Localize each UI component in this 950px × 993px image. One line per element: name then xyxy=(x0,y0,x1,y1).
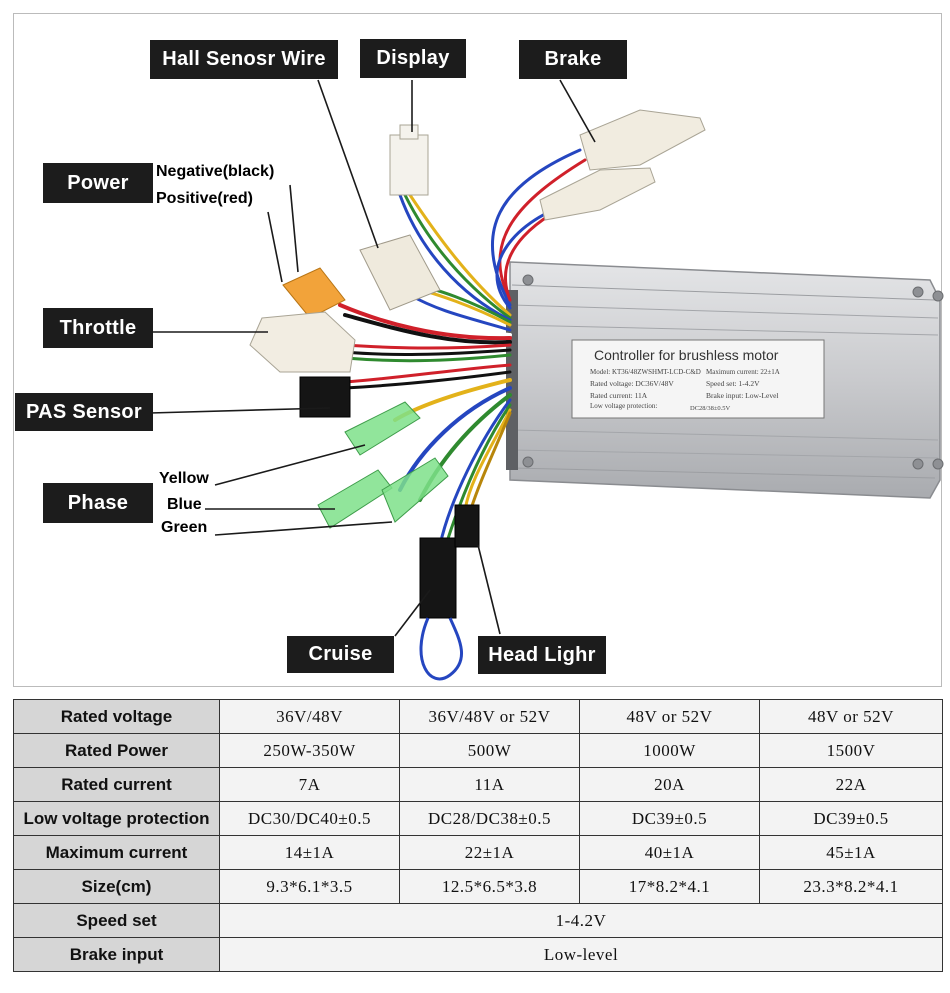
table-cell: DC39±0.5 xyxy=(759,801,943,836)
positive-red-note: Positive(red) xyxy=(156,190,253,207)
pas-connector xyxy=(299,376,351,418)
row-label-low-voltage-protection: Low voltage protection xyxy=(13,801,220,836)
table-cell: 7A xyxy=(219,767,400,802)
plate-brake-input: Brake input: Low-Level xyxy=(706,391,778,400)
plate-rated-current: Rated current: 11A xyxy=(590,391,648,400)
controller-wiring-diagram: Controller for brushless motor Model: KT… xyxy=(149,79,944,681)
table-row: Rated Power 250W-350W 500W 1000W 1500V xyxy=(13,733,943,768)
xt60-power-connector xyxy=(282,267,346,319)
table-cell: 1000W xyxy=(579,733,760,768)
table-cell: 36V/48V or 52V xyxy=(399,699,580,734)
phase-connectors xyxy=(317,401,449,529)
head-light-tag: Head Lighr xyxy=(478,636,606,674)
table-cell: 20A xyxy=(579,767,760,802)
controller-label-plate: Controller for brushless motor Model: KT… xyxy=(571,339,825,419)
row-label-speed-set: Speed set xyxy=(13,903,220,938)
table-cell: 9.3*6.1*3.5 xyxy=(219,869,400,904)
table-cell: DC28/DC38±0.5 xyxy=(399,801,580,836)
table-cell: 14±1A xyxy=(219,835,400,870)
cruise-connector xyxy=(419,537,464,681)
table-cell: 45±1A xyxy=(759,835,943,870)
table-cell-span: 1-4.2V xyxy=(219,903,943,938)
display-connector xyxy=(389,124,429,196)
table-row: Brake input Low-level xyxy=(13,937,943,972)
plate-model: Model: KT36/48ZWSHMT-LCD-C&D xyxy=(590,368,701,376)
table-row: Speed set 1-4.2V xyxy=(13,903,943,938)
table-cell: 40±1A xyxy=(579,835,760,870)
spec-table: Rated voltage 36V/48V 36V/48V or 52V 48V… xyxy=(13,699,943,972)
table-cell: 1500V xyxy=(759,733,943,768)
green-phase-note: Green xyxy=(161,519,208,536)
table-cell: 36V/48V xyxy=(219,699,400,734)
table-cell: 11A xyxy=(399,767,580,802)
blue-phase-note: Blue xyxy=(167,496,202,513)
yellow-phase-note: Yellow xyxy=(159,470,209,487)
plate-max-current: Maximum current: 22±1A xyxy=(706,368,780,376)
row-label-rated-power: Rated Power xyxy=(13,733,220,768)
table-cell: DC39±0.5 xyxy=(579,801,760,836)
table-cell: 48V or 52V xyxy=(759,699,943,734)
throttle-tag: Throttle xyxy=(43,308,153,348)
hall-sensor-connector xyxy=(359,234,441,311)
headlight-connector xyxy=(454,504,480,548)
table-row: Rated current 7A 11A 20A 22A xyxy=(13,767,943,802)
table-row: Rated voltage 36V/48V 36V/48V or 52V 48V… xyxy=(13,699,943,734)
row-label-maximum-current: Maximum current xyxy=(13,835,220,870)
plate-low-voltage: Low voltage protection: xyxy=(590,402,657,410)
pointer-lines xyxy=(149,79,596,637)
cruise-tag: Cruise xyxy=(287,636,394,673)
plate-low-voltage-value: DC28/38±0.5V xyxy=(690,405,731,412)
table-cell: 22A xyxy=(759,767,943,802)
row-label-rated-voltage: Rated voltage xyxy=(13,699,220,734)
table-row: Size(cm) 9.3*6.1*3.5 12.5*6.5*3.8 17*8.2… xyxy=(13,869,943,904)
table-row: Low voltage protection DC30/DC40±0.5 DC2… xyxy=(13,801,943,836)
pas-sensor-tag: PAS Sensor xyxy=(15,393,153,431)
table-cell-span: Low-level xyxy=(219,937,943,972)
table-cell: 17*8.2*4.1 xyxy=(579,869,760,904)
brake-connectors xyxy=(539,109,706,221)
table-cell: 48V or 52V xyxy=(579,699,760,734)
table-cell: 500W xyxy=(399,733,580,768)
throttle-connector xyxy=(249,311,356,373)
phase-tag: Phase xyxy=(43,483,153,523)
power-tag: Power xyxy=(43,163,153,203)
negative-black-note: Negative(black) xyxy=(156,163,275,180)
row-label-size: Size(cm) xyxy=(13,869,220,904)
brake-tag: Brake xyxy=(519,40,627,79)
row-label-rated-current: Rated current xyxy=(13,767,220,802)
table-cell: 12.5*6.5*3.8 xyxy=(399,869,580,904)
table-cell: 23.3*8.2*4.1 xyxy=(759,869,943,904)
plate-rated-voltage: Rated voltage: DC36V/48V xyxy=(590,379,674,388)
plate-speed-set: Speed set: 1-4.2V xyxy=(706,379,760,388)
table-cell: 22±1A xyxy=(399,835,580,870)
table-cell: DC30/DC40±0.5 xyxy=(219,801,400,836)
plate-title: Controller for brushless motor xyxy=(594,347,779,363)
row-label-brake-input: Brake input xyxy=(13,937,220,972)
table-cell: 250W-350W xyxy=(219,733,400,768)
display-tag: Display xyxy=(360,39,466,78)
table-row: Maximum current 14±1A 22±1A 40±1A 45±1A xyxy=(13,835,943,870)
hall-sensor-wire-tag: Hall Senosr Wire xyxy=(150,40,338,79)
